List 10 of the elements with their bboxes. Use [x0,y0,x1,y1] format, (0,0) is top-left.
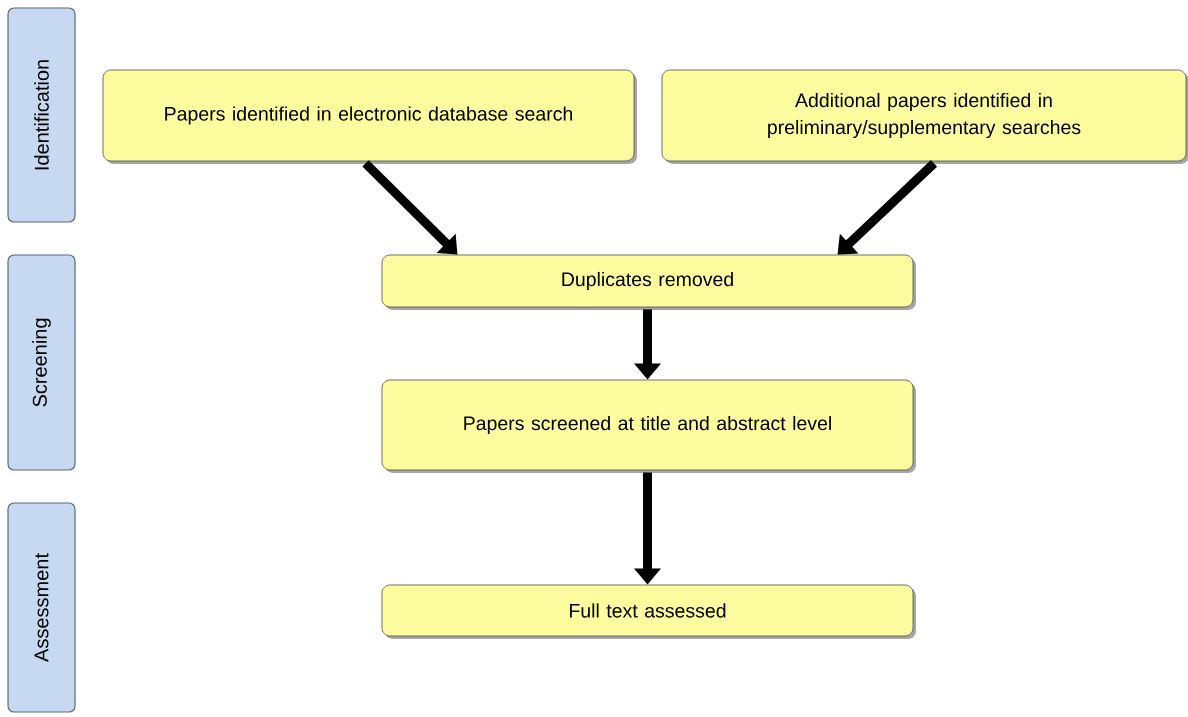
stage-label: Screening [7,254,76,471]
process-box: Papers screened at title and abstract level [381,379,916,473]
arrow [362,160,458,255]
process-box: Duplicates removed [381,254,916,310]
stage-label: Assessment [7,502,76,713]
process-box: Papers identified in electronic database search [102,69,637,164]
process-box: Additional papers identified in preliminary/supplementary searches [661,69,1188,164]
stage-label: Identification [7,7,76,223]
process-box: Full text assessed [381,584,916,639]
arrow [837,160,938,255]
